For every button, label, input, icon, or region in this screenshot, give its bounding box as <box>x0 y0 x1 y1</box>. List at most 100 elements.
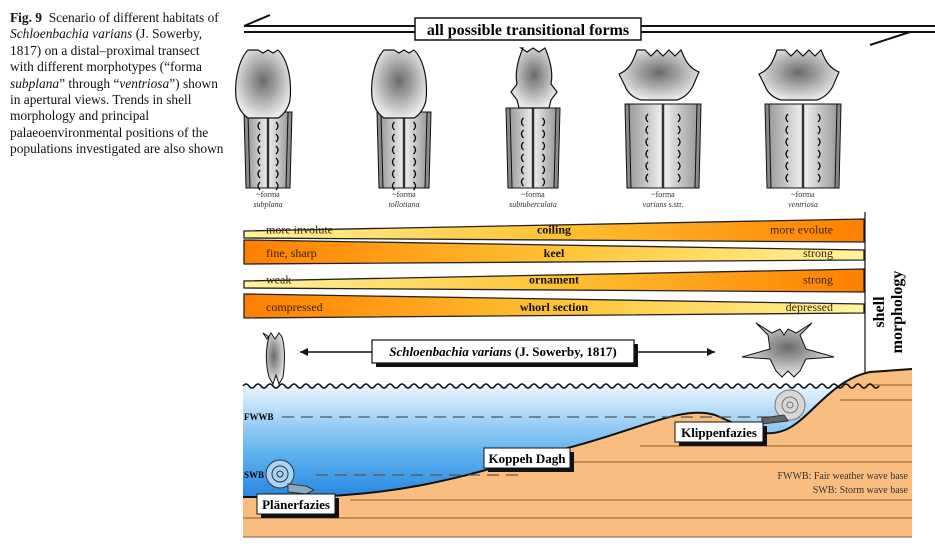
caption-fragment: ” through “ <box>59 75 120 91</box>
trend-label: coiling <box>537 223 571 237</box>
trend-right-value: depressed <box>786 300 833 314</box>
caption-fragment: Schloenbachia varians <box>10 26 133 42</box>
rib <box>817 137 821 147</box>
fwwb-label: FWWB <box>244 412 274 422</box>
legend-fwwb: FWWB: Fair weather wave base <box>777 471 908 482</box>
facies-label-klippenfazies: Klippenfazies <box>674 421 767 446</box>
sea-surface-waves <box>242 383 880 389</box>
trend-right-value: strong <box>803 273 833 287</box>
rib <box>677 113 681 123</box>
rib <box>413 133 417 143</box>
rib <box>677 125 681 135</box>
figure-caption: Fig. 9 Scenario of different habitats of… <box>10 10 225 158</box>
rib <box>677 173 681 183</box>
rib <box>520 129 524 139</box>
trend-right-value: strong <box>803 246 833 260</box>
right-arrowhead-icon <box>707 348 715 356</box>
banner-title: all possible transitional forms <box>427 22 629 39</box>
caption-fragment: Scenario of different habitats of <box>48 10 219 25</box>
rib <box>520 153 524 163</box>
shell-morphology-label: shell morphology <box>871 271 906 354</box>
rib <box>520 177 524 187</box>
species-label: Schloenbachia varians (J. Sowerby, 1817) <box>389 344 617 359</box>
rib <box>645 149 649 159</box>
left-arrowhead-icon <box>300 348 308 356</box>
rib <box>391 145 395 155</box>
rib <box>542 141 546 151</box>
facies-label-koppeh-dagh: Koppeh Dagh <box>483 447 574 472</box>
aperture-outline <box>235 49 292 119</box>
caption-fragment: ”) shown in apertural views. Trends in s… <box>10 75 224 157</box>
facies-label-planerfazies: Plänerfazies <box>256 493 339 518</box>
rib <box>257 169 261 179</box>
trend-left-value: fine, sharp <box>266 246 317 260</box>
rib <box>817 113 821 123</box>
rib <box>275 121 279 131</box>
rib <box>257 121 261 131</box>
rib <box>413 157 417 167</box>
caption-text: Scenario of different habitats of Schloe… <box>10 10 223 156</box>
aperture-outline <box>758 48 840 101</box>
right-arrow-icon <box>869 31 911 46</box>
transitional-forms-banner: all possible transitional forms <box>243 14 935 46</box>
rib <box>520 141 524 151</box>
caption-fragment: ventriosa <box>119 75 170 91</box>
rib <box>413 145 417 155</box>
rib <box>257 133 261 143</box>
rib <box>275 181 279 191</box>
rib <box>785 161 789 171</box>
rib <box>677 137 681 147</box>
rib <box>391 169 395 179</box>
rib <box>391 181 395 191</box>
ammonite-icon <box>761 389 806 425</box>
left-arrow-icon <box>243 14 271 27</box>
rib <box>542 153 546 163</box>
caption-label: Fig. 9 <box>10 10 42 25</box>
swb-label: SWB <box>244 470 264 480</box>
morphotype-prefix: ~forma <box>256 190 280 199</box>
rib <box>257 145 261 155</box>
side-label-line-2: morphology <box>889 271 906 354</box>
aperture-outline <box>618 48 700 101</box>
morphotype-name: tollotiana <box>388 200 419 209</box>
rib <box>391 121 395 131</box>
svg-text:Plänerfazies: Plänerfazies <box>262 497 330 512</box>
palaeoenvironment-section: FWWB SWB Plänerfazies Koppeh Dagh <box>242 368 913 538</box>
rib <box>677 161 681 171</box>
rib <box>645 173 649 183</box>
rib <box>785 137 789 147</box>
aperture-outline <box>371 49 428 119</box>
morphotype-row: ~formasubplana~formatollotiana~formasubt… <box>235 47 842 209</box>
rib <box>645 125 649 135</box>
trend-left-value: more involute <box>266 223 333 237</box>
rib <box>677 149 681 159</box>
rib <box>275 157 279 167</box>
rib <box>817 149 821 159</box>
rib <box>542 165 546 175</box>
caption-fragment: subplana <box>10 75 60 91</box>
species-range: Schloenbachia varians (J. Sowerby, 1817) <box>262 322 835 386</box>
rib <box>542 177 546 187</box>
side-label-line-1: shell <box>871 296 888 328</box>
rib <box>785 113 789 123</box>
rib <box>817 161 821 171</box>
rib <box>817 173 821 183</box>
morphotype-prefix: ~forma <box>392 190 416 199</box>
seabed <box>243 369 912 537</box>
aperture-outline <box>510 47 558 109</box>
rib <box>391 157 395 167</box>
ammonite-icon <box>265 459 316 495</box>
rib <box>785 173 789 183</box>
rib <box>257 181 261 191</box>
caption-fragment: (J. Sowerby, 1817) on a distal–proximal … <box>10 26 203 75</box>
svg-text:Klippenfazies: Klippenfazies <box>681 425 757 440</box>
svg-text:Koppeh Dagh: Koppeh Dagh <box>489 451 567 466</box>
